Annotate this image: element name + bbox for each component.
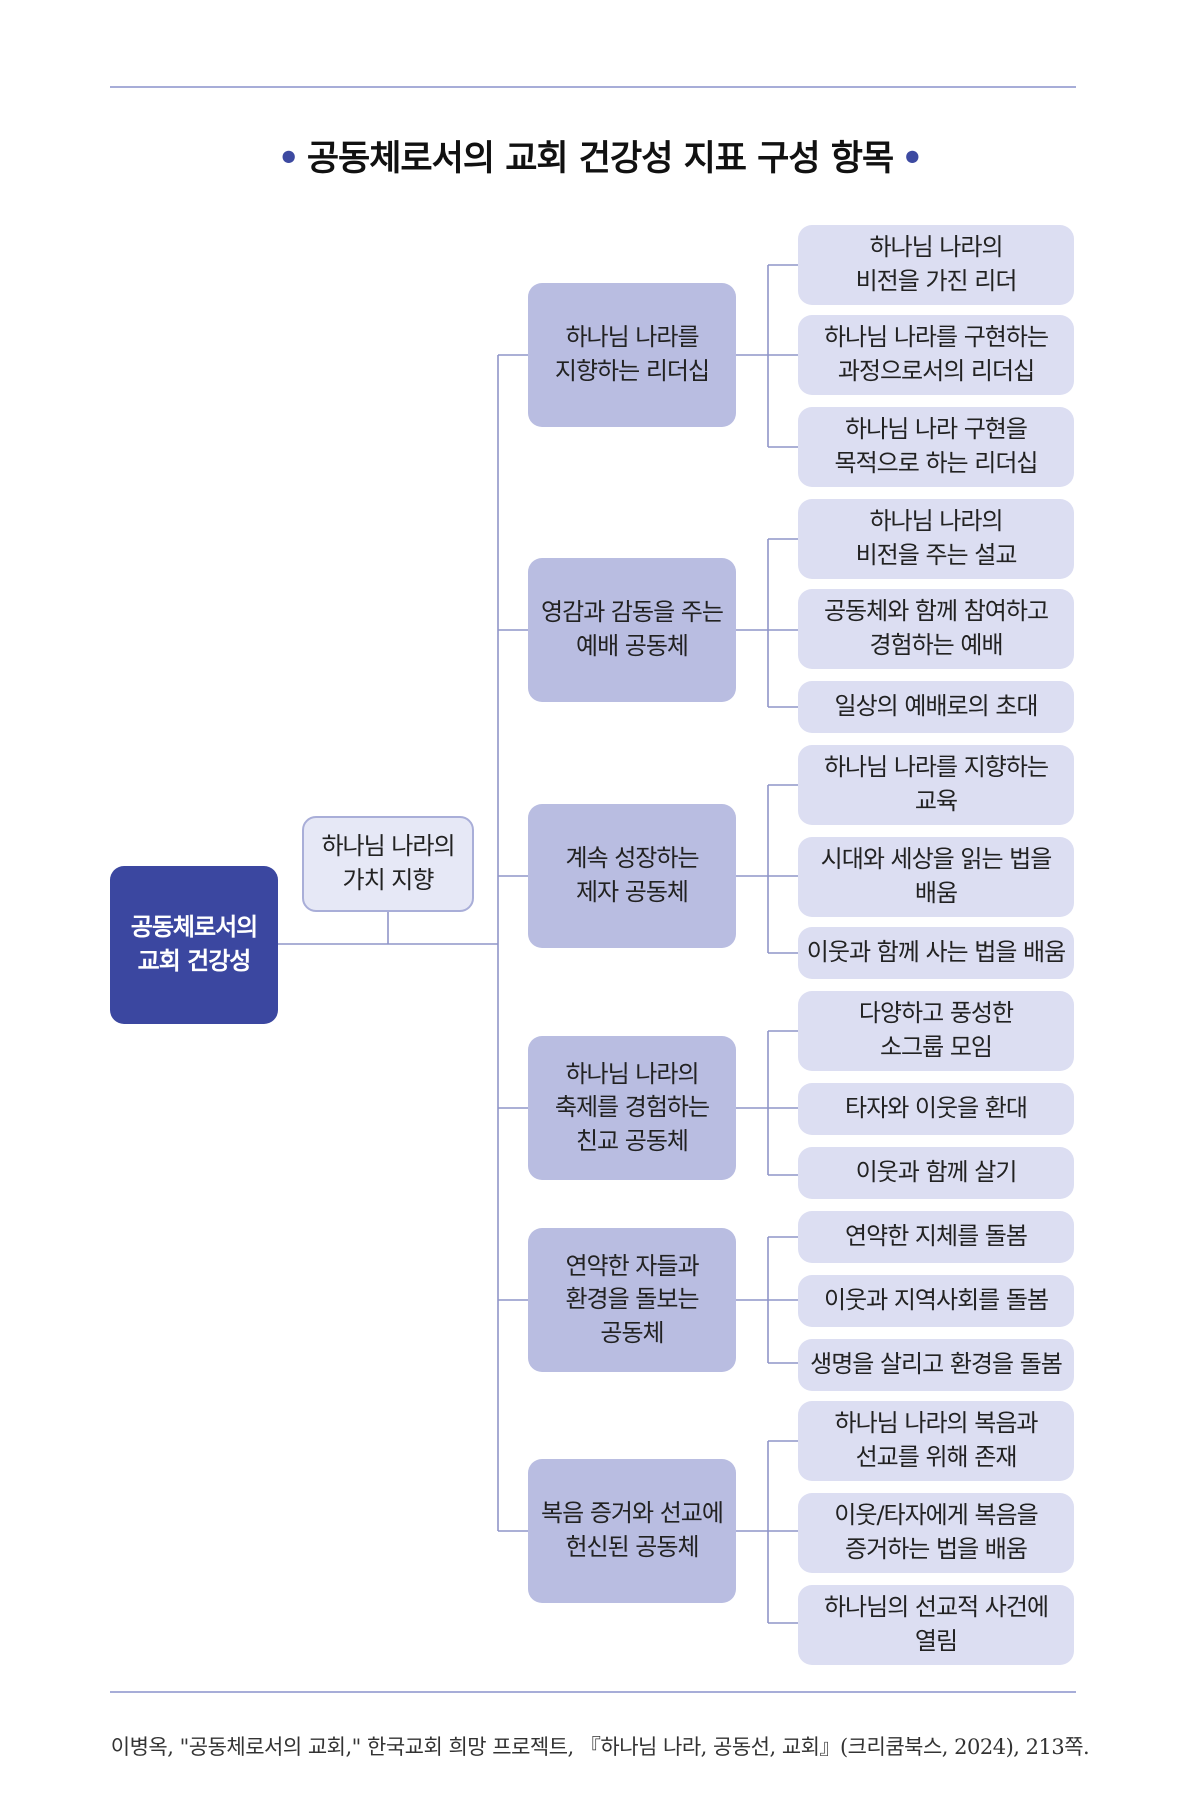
category-node-care: 연약한 자들과 환경을 돌보는 공동체 <box>528 1228 736 1372</box>
leaf-node: 이웃과 함께 살기 <box>798 1147 1074 1199</box>
leaf-node: 하나님 나라의 비전을 가진 리더 <box>798 225 1074 305</box>
leaf-label: 하나님 나라의 복음과 선교를 위해 존재 <box>834 1409 1039 1471</box>
leaf-node: 하나님 나라의 복음과 선교를 위해 존재 <box>798 1401 1074 1481</box>
leaf-node: 공동체와 함께 참여하고 경험하는 예배 <box>798 589 1074 669</box>
diagram-title: •공동체로서의 교회 건강성 지표 구성 항목• <box>0 130 1200 181</box>
category-label: 연약한 자들과 환경을 돌보는 공동체 <box>565 1251 699 1347</box>
leaf-label: 생명을 살리고 환경을 돌봄 <box>810 1350 1063 1379</box>
leaf-node: 하나님 나라를 지향하는 교육 <box>798 745 1074 825</box>
bottom-rule <box>110 1691 1076 1693</box>
bullet-dot-icon: • <box>277 139 299 179</box>
top-rule <box>110 86 1076 88</box>
category-node-leadership: 하나님 나라를 지향하는 리더십 <box>528 283 736 427</box>
source-caption: 이병옥, "공동체로서의 교회," 한국교회 희망 프로젝트, 『하나님 나라,… <box>110 1735 1090 1759</box>
category-node-discipleship: 계속 성장하는 제자 공동체 <box>528 804 736 948</box>
category-label: 하나님 나라를 지향하는 리더십 <box>554 323 710 385</box>
category-node-mission: 복음 증거와 선교에 헌신된 공동체 <box>528 1459 736 1603</box>
leaf-label: 하나님의 선교적 사건에 열림 <box>823 1593 1049 1655</box>
category-node-fellowship: 하나님 나라의 축제를 경험하는 친교 공동체 <box>528 1036 736 1180</box>
leaf-label: 타자와 이웃을 환대 <box>845 1094 1028 1123</box>
leaf-node: 하나님 나라를 구현하는 과정으로서의 리더십 <box>798 315 1074 395</box>
category-label: 하나님 나라의 축제를 경험하는 친교 공동체 <box>554 1059 710 1155</box>
leaf-node: 하나님 나라의 비전을 주는 설교 <box>798 499 1074 579</box>
category-label: 계속 성장하는 제자 공동체 <box>565 844 699 906</box>
root-label: 공동체로서의 교회 건강성 <box>130 913 258 975</box>
title-text: 공동체로서의 교회 건강성 지표 구성 항목 <box>306 139 894 179</box>
value-label: 하나님 나라의 가치 지향 <box>321 832 455 894</box>
leaf-label: 하나님 나라를 구현하는 과정으로서의 리더십 <box>823 323 1049 385</box>
leaf-label: 시대와 세상을 읽는 법을 배움 <box>820 845 1053 907</box>
leaf-label: 이웃과 지역사회를 돌봄 <box>823 1286 1049 1315</box>
leaf-label: 다양하고 풍성한 소그룹 모임 <box>858 999 1014 1061</box>
leaf-label: 이웃/타자에게 복음을 증거하는 법을 배움 <box>834 1501 1038 1563</box>
leaf-node: 타자와 이웃을 환대 <box>798 1083 1074 1135</box>
leaf-label: 연약한 지체를 돌봄 <box>845 1222 1028 1251</box>
leaf-node: 이웃/타자에게 복음을 증거하는 법을 배움 <box>798 1493 1074 1573</box>
leaf-label: 하나님 나라의 비전을 가진 리더 <box>855 233 1018 295</box>
leaf-node: 연약한 지체를 돌봄 <box>798 1211 1074 1263</box>
value-node: 하나님 나라의 가치 지향 <box>302 816 474 912</box>
leaf-label: 이웃과 함께 사는 법을 배움 <box>806 938 1066 967</box>
root-node: 공동체로서의 교회 건강성 <box>110 866 278 1024</box>
leaf-node: 시대와 세상을 읽는 법을 배움 <box>798 837 1074 917</box>
category-label: 영감과 감동을 주는 예배 공동체 <box>541 598 724 660</box>
leaf-node: 다양하고 풍성한 소그룹 모임 <box>798 991 1074 1071</box>
category-node-worship: 영감과 감동을 주는 예배 공동체 <box>528 558 736 702</box>
leaf-label: 하나님 나라 구현을 목적으로 하는 리더십 <box>834 415 1039 477</box>
leaf-node: 하나님 나라 구현을 목적으로 하는 리더십 <box>798 407 1074 487</box>
bullet-dot-icon: • <box>901 139 923 179</box>
leaf-label: 일상의 예배로의 초대 <box>834 692 1039 721</box>
leaf-node: 일상의 예배로의 초대 <box>798 681 1074 733</box>
leaf-label: 이웃과 함께 살기 <box>855 1158 1018 1187</box>
leaf-label: 하나님 나라의 비전을 주는 설교 <box>855 507 1018 569</box>
leaf-node: 생명을 살리고 환경을 돌봄 <box>798 1339 1074 1391</box>
leaf-label: 공동체와 함께 참여하고 경험하는 예배 <box>823 597 1049 659</box>
leaf-node: 이웃과 함께 사는 법을 배움 <box>798 927 1074 979</box>
category-label: 복음 증거와 선교에 헌신된 공동체 <box>541 1499 724 1561</box>
leaf-node: 이웃과 지역사회를 돌봄 <box>798 1275 1074 1327</box>
leaf-label: 하나님 나라를 지향하는 교육 <box>823 753 1049 815</box>
leaf-node: 하나님의 선교적 사건에 열림 <box>798 1585 1074 1665</box>
